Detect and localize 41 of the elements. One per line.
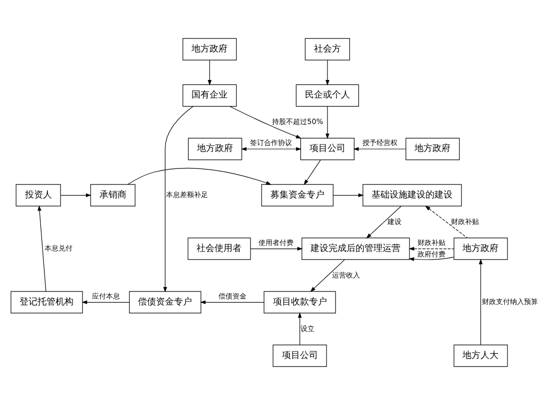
node-box: 募集资金专户	[261, 184, 334, 206]
node-box: 建设完成后的管理运营	[302, 237, 410, 260]
arrow	[250, 246, 303, 250]
node-box: 承销商	[90, 184, 136, 206]
node-box: 项目收款专户	[264, 290, 336, 313]
arrow	[208, 59, 212, 85]
arrow	[425, 205, 468, 238]
arrow	[408, 246, 454, 250]
node-box: 地方人大	[454, 344, 508, 366]
arrow	[82, 300, 130, 304]
arrow	[326, 106, 330, 138]
arrow	[163, 106, 194, 292]
node-box: 地方政府	[182, 38, 237, 60]
arrow	[230, 106, 302, 138]
node-box: 地方政府	[454, 237, 508, 260]
node-box: 投资人	[16, 184, 61, 206]
arrow	[332, 192, 364, 197]
arrow	[200, 300, 264, 304]
node-box: 社会使用者	[188, 237, 251, 260]
arrow	[478, 258, 483, 345]
node-box: 社会方	[304, 38, 350, 60]
arrow	[298, 312, 302, 345]
node-box: 地方政府	[406, 137, 460, 160]
arrow	[366, 205, 402, 238]
node-box: 国有企业	[182, 84, 237, 106]
arrow	[326, 59, 330, 85]
arrow	[304, 159, 321, 185]
node-box: 登记托管机构	[10, 290, 83, 313]
arrow	[310, 258, 345, 292]
node-box: 基础设施建设的建设	[362, 184, 462, 206]
arrow	[353, 146, 406, 150]
arrow	[60, 192, 92, 197]
node-box: 项目公司	[300, 137, 354, 160]
node-box: 项目公司	[272, 344, 327, 366]
node-box: 民企或个人	[296, 84, 359, 106]
node-box: 偿债资金专户	[129, 290, 202, 313]
arrow	[38, 204, 46, 292]
arrow	[241, 146, 302, 150]
arrow	[408, 256, 454, 261]
arrow	[128, 167, 272, 184]
node-box: 地方政府	[188, 137, 242, 160]
